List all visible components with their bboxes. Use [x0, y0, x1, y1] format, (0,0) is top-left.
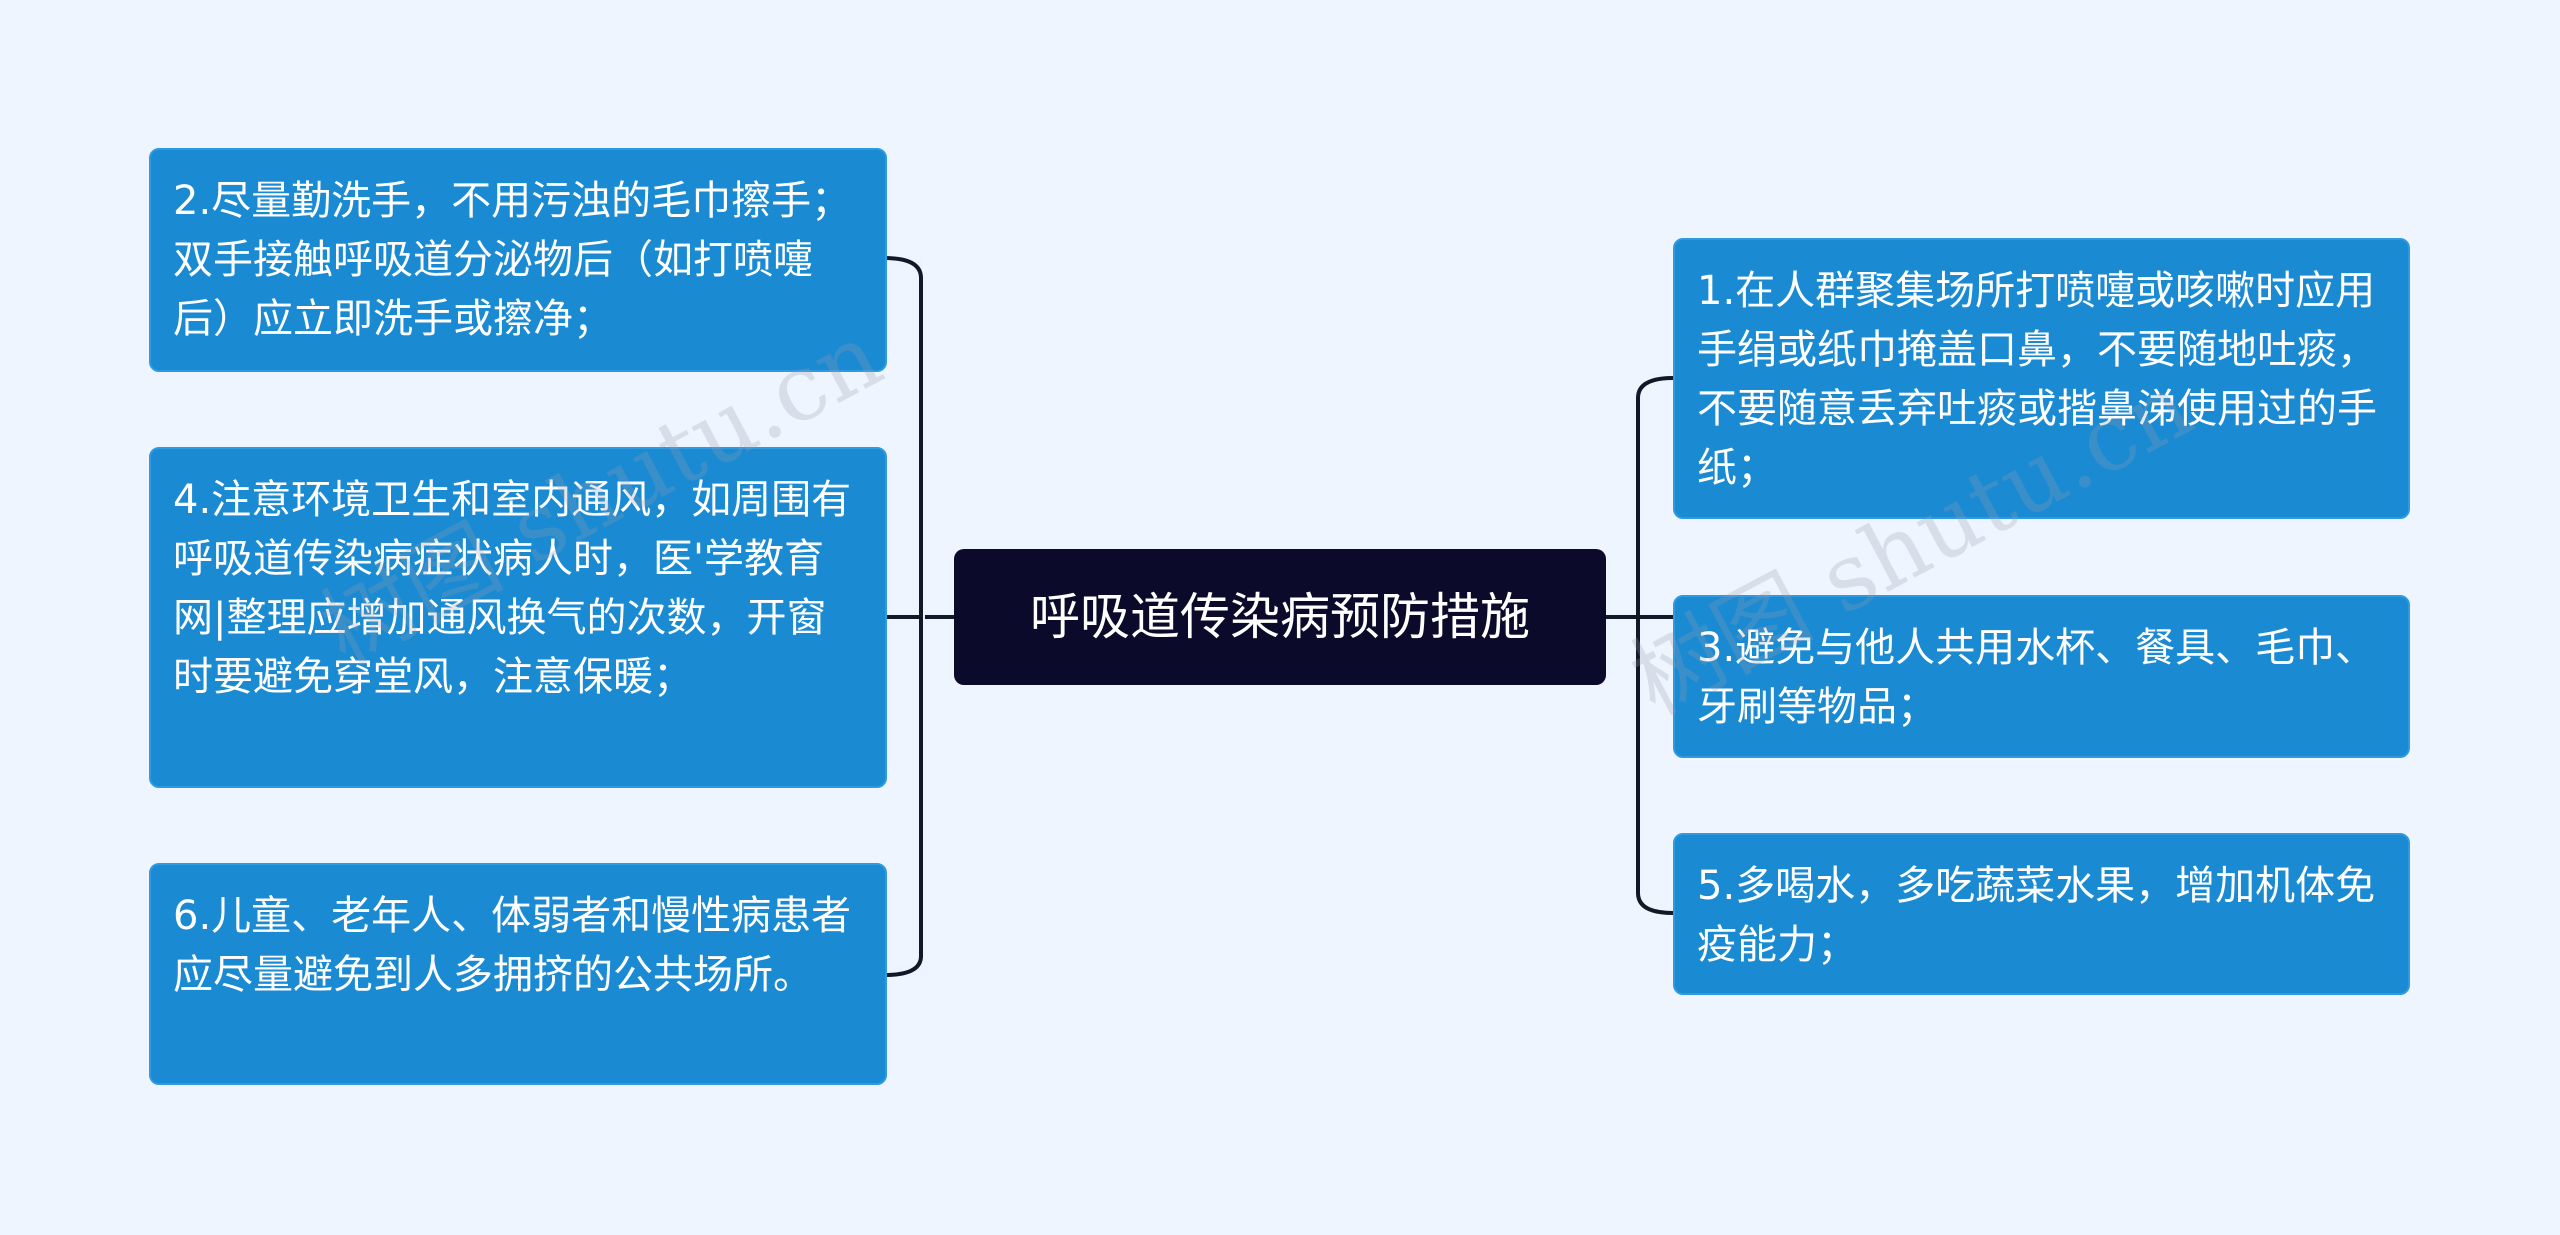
- branch-node-4-text: 4.注意环境卫生和室内通风，如周围有呼吸道传染病症状病人时，医'学教育网|整理应…: [173, 477, 852, 700]
- branch-node-3-text: 3.避免与他人共用水杯、餐具、毛巾、牙刷等物品；: [1697, 625, 2376, 730]
- branch-node-5[interactable]: 5.多喝水，多吃蔬菜水果，增加机体免疫能力；: [1673, 833, 2410, 995]
- branch-node-1[interactable]: 1.在人群聚集场所打喷嚏或咳嗽时应用手绢或纸巾掩盖口鼻，不要随地吐痰，不要随意丢…: [1673, 238, 2410, 519]
- branch-node-5-text: 5.多喝水，多吃蔬菜水果，增加机体免疫能力；: [1697, 863, 2376, 968]
- branch-node-6[interactable]: 6.儿童、老年人、体弱者和慢性病患者应尽量避免到人多拥挤的公共场所。: [149, 863, 887, 1085]
- branch-node-2[interactable]: 2.尽量勤洗手，不用污浊的毛巾擦手；双手接触呼吸道分泌物后（如打喷嚏后）应立即洗…: [149, 148, 887, 372]
- branch-node-4[interactable]: 4.注意环境卫生和室内通风，如周围有呼吸道传染病症状病人时，医'学教育网|整理应…: [149, 447, 887, 788]
- branch-node-2-text: 2.尽量勤洗手，不用污浊的毛巾擦手；双手接触呼吸道分泌物后（如打喷嚏后）应立即洗…: [173, 178, 852, 342]
- root-node-title: 呼吸道传染病预防措施: [1030, 588, 1530, 646]
- connector-right-trunk: [1636, 376, 1674, 915]
- branch-node-3[interactable]: 3.避免与他人共用水杯、餐具、毛巾、牙刷等物品；: [1673, 595, 2410, 758]
- root-node[interactable]: 呼吸道传染病预防措施: [954, 549, 1606, 685]
- branch-node-1-text: 1.在人群聚集场所打喷嚏或咳嗽时应用手绢或纸巾掩盖口鼻，不要随地吐痰，不要随意丢…: [1697, 268, 2377, 491]
- branch-node-6-text: 6.儿童、老年人、体弱者和慢性病患者应尽量避免到人多拥挤的公共场所。: [173, 893, 852, 998]
